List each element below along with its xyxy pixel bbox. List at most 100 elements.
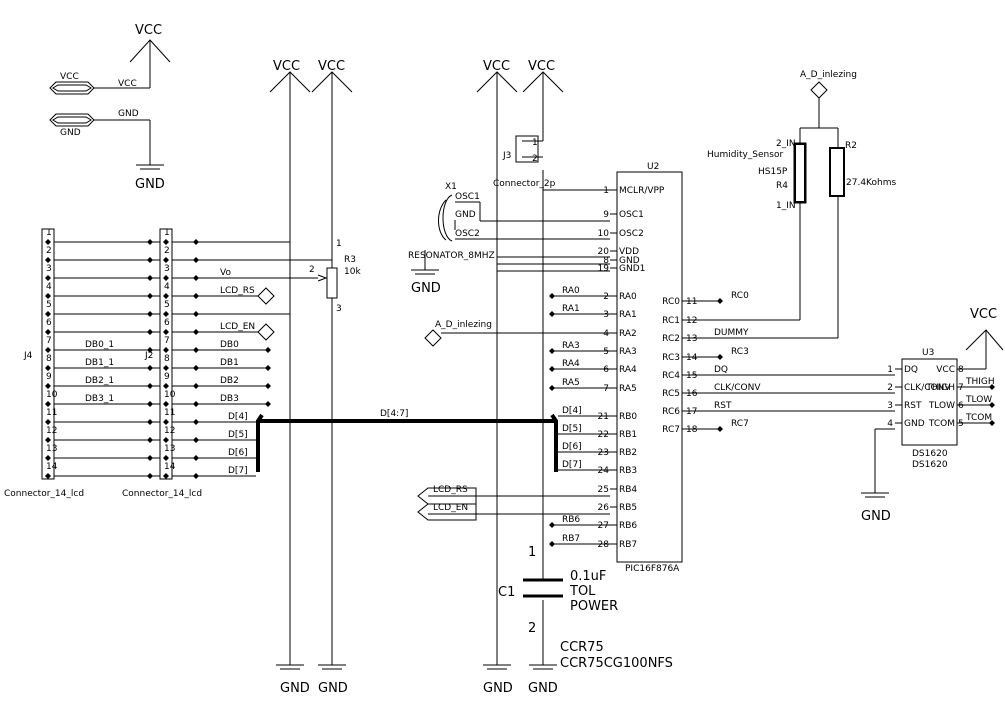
u3-pin-number: 8 xyxy=(958,365,964,375)
pin-marker xyxy=(163,473,169,479)
db-label: DB0 xyxy=(220,340,239,350)
u2-pin-number: 10 xyxy=(598,229,610,239)
vcc-net-label: VCC xyxy=(118,79,137,89)
j2-pin-number: 6 xyxy=(164,318,170,328)
pin-marker xyxy=(717,354,723,360)
u2-net-label: D[4] xyxy=(562,406,582,416)
u2-net-label: DQ xyxy=(714,365,728,375)
ad-label-left: A_D_inlezing xyxy=(435,320,492,330)
d-bit-label: D[5] xyxy=(228,430,248,440)
u3-pin-number: 2 xyxy=(887,383,893,393)
pin-marker xyxy=(147,455,153,461)
db-j4-label: DB1_1 xyxy=(85,358,114,368)
u3-pin-name: CLK/CONV xyxy=(904,383,951,393)
u2-pin-number: 7 xyxy=(603,384,609,394)
u2-pin-name: RA5 xyxy=(619,384,637,394)
d-bit-label: D[4] xyxy=(228,412,248,422)
pin-marker xyxy=(989,402,995,408)
u2-pin-number: 11 xyxy=(686,297,697,307)
resonator-x1: X1 OSC1 GND OSC2 RESONATOR_8MHZ GND xyxy=(408,182,610,296)
j4-pin-number: 10 xyxy=(46,390,58,400)
r3-value: 10k xyxy=(344,267,361,277)
u2-net-label: RA0 xyxy=(562,286,580,296)
lcd-wires: VoLCD_RSLCD_ENDB0DB0_1DB1DB1_1DB2DB2_1DB… xyxy=(54,239,332,479)
pin-marker xyxy=(45,455,51,461)
vcc-symbol-4: VCC GND xyxy=(476,59,518,696)
pin-marker xyxy=(265,365,271,371)
u3-net-label: THIGH xyxy=(965,377,995,387)
vcc-symbol-1: VCC xyxy=(129,23,171,63)
u2-net-label: RA4 xyxy=(562,359,580,369)
u2-ref: U2 xyxy=(647,162,659,172)
j4-pin-number: 11 xyxy=(46,408,57,418)
c1-part: CCR75CG100NFS xyxy=(560,656,673,671)
gnd-symbol-1: GND xyxy=(135,164,165,192)
r2-ref: R2 xyxy=(845,141,857,151)
u2-net-label: RST xyxy=(714,401,732,411)
gnd-symbol-label: GND xyxy=(483,681,513,696)
u2-net-label: RC0 xyxy=(731,291,749,301)
j4-pin-number: 7 xyxy=(46,336,52,346)
vcc-symbol-label: VCC xyxy=(318,59,345,74)
pin-marker xyxy=(147,275,153,281)
u3-pin-number: 1 xyxy=(887,365,893,375)
pin-marker xyxy=(549,522,555,528)
u2-pin-number: 3 xyxy=(603,310,609,320)
vcc-symbol-label: VCC xyxy=(135,23,162,38)
u2-pin-number: 28 xyxy=(598,540,610,550)
c1-value: 0.1uF xyxy=(570,569,606,584)
j3-value: Connector_2p xyxy=(493,179,556,189)
u2-pin-number: 2 xyxy=(603,292,609,302)
u2-pin-name: RC6 xyxy=(662,407,680,417)
u2-pin-number: 26 xyxy=(598,503,610,513)
u2-pin-number: 20 xyxy=(598,247,610,257)
lcd-en-port xyxy=(257,323,275,341)
db-j4-label: DB0_1 xyxy=(85,340,114,350)
u2-pin-name: GND1 xyxy=(619,264,645,274)
j3-ref: J3 xyxy=(502,151,511,161)
gnd-symbol-label: GND xyxy=(861,509,891,524)
u2-pin-number: 27 xyxy=(598,521,609,531)
u2-pin-name: RA1 xyxy=(619,310,637,320)
lcd-rs-port-label: LCD_RS xyxy=(433,485,468,495)
u2-net-label: D[7] xyxy=(562,460,582,470)
pin-marker xyxy=(45,365,51,371)
u3-pin-name: RST xyxy=(904,401,922,411)
pin-marker xyxy=(45,437,51,443)
u2-pin-name: RC5 xyxy=(662,389,680,399)
u2-pin-number: 19 xyxy=(598,264,610,274)
pin-marker xyxy=(989,420,995,426)
pin-marker xyxy=(147,473,153,479)
pin-marker xyxy=(147,365,153,371)
c1-tol: TOL xyxy=(569,584,596,599)
ad-port-left: A_D_inlezing xyxy=(424,320,610,347)
db-j4-label: DB2_1 xyxy=(85,376,114,386)
u2-pin-number: 14 xyxy=(686,353,698,363)
j4-pin-number: 4 xyxy=(46,282,52,292)
pin-marker xyxy=(989,384,995,390)
j4-pin-number: 8 xyxy=(46,354,52,364)
gnd-symbol-label: GND xyxy=(280,681,310,696)
j4-pin-number: 12 xyxy=(46,426,57,436)
u2-pin-number: 1 xyxy=(603,186,609,196)
humidity-value: HS15P xyxy=(758,167,788,177)
r3-pin3: 3 xyxy=(336,304,342,314)
u2-pin-name: RC4 xyxy=(662,371,680,381)
u2-pin-number: 12 xyxy=(686,316,697,326)
u2-pin-name: GND xyxy=(619,256,640,266)
u2-pin-number: 16 xyxy=(686,389,698,399)
u2-pin-number: 15 xyxy=(686,371,697,381)
u2-pin-name: RA2 xyxy=(619,329,637,339)
u3-pin-number: 3 xyxy=(887,401,893,411)
u2-pin-number: 25 xyxy=(598,485,609,495)
u2-pin-number: 23 xyxy=(598,448,609,458)
j2-pin-number: 13 xyxy=(164,444,175,454)
j4-pin-number: 9 xyxy=(46,372,52,382)
pin-marker xyxy=(147,437,153,443)
pin-marker xyxy=(163,329,169,335)
j2-pin-number: 4 xyxy=(164,282,170,292)
pin-marker xyxy=(549,348,555,354)
pin-marker xyxy=(45,239,51,245)
